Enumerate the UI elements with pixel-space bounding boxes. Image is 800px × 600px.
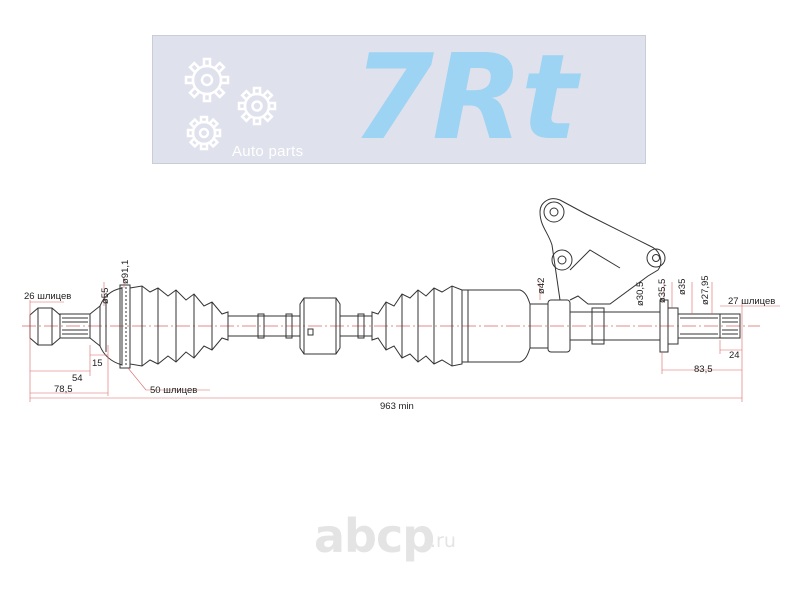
diameter-27-95-label: ø27,95 [700, 275, 711, 305]
dimension-lines [29, 278, 780, 402]
length-78-5-label: 78,5 [54, 384, 73, 395]
total-length-label: 963 min [380, 401, 414, 412]
left-boot [129, 285, 229, 367]
support-bracket [530, 198, 666, 353]
right-boot [371, 285, 463, 367]
length-54-label: 54 [72, 373, 83, 384]
boot-diameter-label: ø55 [100, 288, 111, 304]
damper [299, 297, 341, 355]
left-splines-label: 26 шлицев [24, 291, 71, 302]
left-nut [29, 307, 61, 346]
right-splines-label: 27 шлицев [728, 296, 775, 307]
shaft-left [228, 313, 300, 339]
watermark-tld: .ru [430, 530, 456, 552]
right-shaft [570, 299, 741, 353]
watermark-logo: abcp [314, 509, 435, 563]
shaft-middle [340, 313, 372, 339]
left-spline [59, 313, 91, 339]
length-24-label: 24 [729, 350, 740, 361]
brand-banner [152, 35, 646, 164]
outer-diameter-label: ø91,1 [120, 260, 131, 284]
diameter-35-5-label: ø35,5 [657, 279, 668, 303]
abs-ring-splines-label: 50 шлицев [150, 385, 197, 396]
brand-logo: 7Rt [352, 28, 577, 166]
diameter-30-5-label: ø30,5 [635, 282, 646, 306]
length-83-5-label: 83,5 [694, 364, 713, 375]
brand-tagline: Auto parts [232, 143, 304, 160]
length-15-label: 15 [92, 358, 103, 369]
shaft-diameter-label: ø42 [536, 278, 547, 294]
diameter-35-label: ø35 [677, 279, 688, 295]
